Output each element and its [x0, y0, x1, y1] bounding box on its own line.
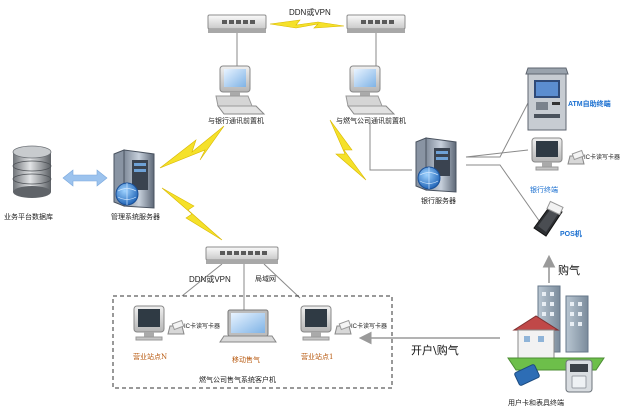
label-atm: ATM自助终端 — [568, 101, 611, 108]
label-bank-comm-pc: 与银行通讯前置机 — [208, 117, 264, 125]
label-client-group: 燃气公司售气系统客户机 — [199, 376, 276, 384]
card-reader-icon — [567, 149, 585, 165]
database-icon — [12, 145, 52, 198]
card-reader-icon — [334, 319, 352, 335]
gas-meter-icon — [565, 359, 593, 393]
desktop-icon — [133, 305, 165, 341]
label-bank-server: 银行服务器 — [421, 197, 456, 205]
label-ic-reader-bank: IC卡读写卡器 — [584, 155, 621, 161]
switch-icon — [207, 14, 267, 33]
lightning-mgmt-ddn — [161, 187, 223, 241]
label-ddn-top: DDN或VPN — [289, 8, 331, 17]
label-ddn-bottom: DDN或VPN — [189, 275, 231, 284]
desktop-icon — [300, 305, 332, 341]
label-mgmt-server: 管理系统服务器 — [111, 213, 160, 221]
lightning-gas-bank — [329, 119, 367, 181]
server-icon — [415, 137, 457, 193]
label-lan: 局域网 — [255, 275, 276, 283]
label-ic-reader-right: IC卡读写卡器 — [351, 324, 388, 330]
label-ic-reader-left: IC卡读写卡器 — [184, 324, 221, 330]
switch-icon — [346, 14, 406, 33]
card-reader-icon — [514, 364, 540, 386]
label-site-n: 营业站点N — [133, 353, 168, 361]
connection-lines — [181, 32, 541, 310]
label-mobile-gas: 移动售气 — [232, 356, 260, 364]
label-purchase: 购气 — [558, 264, 580, 277]
lightning-top — [269, 19, 345, 29]
lightning-mgmt-bank — [159, 125, 225, 169]
label-user-meter: 用户卡和表具终端 — [508, 399, 564, 407]
pos-icon — [533, 200, 564, 237]
label-bank-terminal: 银行终端 — [530, 186, 558, 194]
lightning-links — [159, 19, 367, 241]
switch-icon — [205, 246, 279, 264]
label-pos: POS机 — [560, 231, 582, 238]
card-reader-icon — [167, 319, 185, 335]
label-db: 业务平台数据库 — [4, 213, 53, 221]
label-open-purchase: 开户\购气 — [411, 344, 459, 357]
label-gas-comm-pc: 与燃气公司通讯前置机 — [336, 117, 406, 125]
building-icon — [507, 285, 605, 371]
label-site-1: 营业站点1 — [301, 353, 334, 361]
server-icon — [113, 149, 155, 209]
laptop-icon — [219, 309, 277, 343]
atm-icon — [525, 67, 569, 131]
client-group-box — [112, 295, 393, 389]
desktop-icon — [345, 65, 396, 115]
desktop-icon — [531, 137, 563, 171]
desktop-icon — [215, 65, 266, 115]
arrow-db-server — [62, 169, 108, 187]
